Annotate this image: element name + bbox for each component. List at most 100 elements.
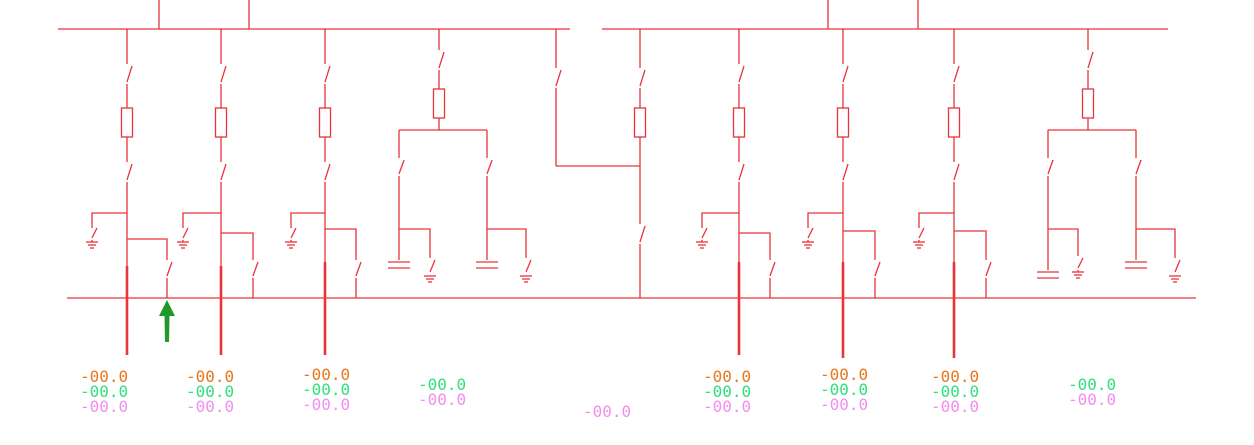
fuse-icon: [214, 107, 228, 138]
feeder-bay-5[interactable]: [802, 29, 881, 358]
readout-value: -00.0: [703, 397, 751, 416]
switch-icon[interactable]: [182, 227, 189, 239]
switch-icon[interactable]: [486, 159, 493, 175]
switch-icon[interactable]: [639, 69, 646, 87]
switch-icon[interactable]: [126, 65, 133, 83]
switch-icon[interactable]: [738, 65, 745, 83]
readout-feeder-5: -00.0 -00.0 -00.0: [820, 365, 868, 414]
readout-value: -00.0: [931, 382, 979, 401]
switch-icon[interactable]: [438, 51, 445, 69]
switch-icon[interactable]: [842, 163, 849, 181]
switch-icon[interactable]: [639, 225, 646, 243]
readout-value: -00.0: [820, 380, 868, 399]
readout-value: -00.0: [931, 367, 979, 386]
readout-value: -00.0: [80, 397, 128, 416]
readout-value: -00.0: [1068, 375, 1116, 394]
readout-value: -00.0: [302, 365, 350, 384]
switch-icon[interactable]: [429, 259, 436, 273]
feeder-bay-2[interactable]: [177, 29, 259, 355]
readout-capacitor-bank-1: -00.0 -00.0: [418, 375, 466, 409]
upper-busbar-right: [602, 0, 1168, 30]
fuse-icon: [318, 107, 332, 138]
fuse-icon: [1081, 88, 1095, 119]
switch-icon[interactable]: [398, 159, 405, 175]
switch-icon[interactable]: [985, 261, 992, 277]
readout-feeder-1: -00.0 -00.0 -00.0: [80, 367, 128, 416]
green-arrow-icon[interactable]: [159, 300, 175, 342]
switch-icon[interactable]: [220, 65, 227, 83]
fuse-icon: [120, 107, 134, 138]
switch-icon[interactable]: [953, 65, 960, 83]
capacitor-bay-2[interactable]: [1037, 29, 1181, 283]
switch-icon[interactable]: [918, 227, 925, 239]
switch-icon[interactable]: [355, 261, 362, 277]
switch-icon[interactable]: [842, 65, 849, 83]
ground-icon: [285, 240, 297, 249]
readout-bus-tie: -00.0: [583, 402, 631, 421]
ground-icon: [696, 240, 708, 249]
feeder-bay-6[interactable]: [913, 29, 992, 358]
capacitor-icon: [476, 261, 498, 269]
switch-icon[interactable]: [525, 259, 532, 273]
switch-icon[interactable]: [252, 261, 259, 277]
switch-icon[interactable]: [290, 227, 297, 239]
switch-icon[interactable]: [1047, 159, 1054, 175]
capacitor-bay-1[interactable]: [388, 29, 532, 283]
feeder-bay-3[interactable]: [285, 29, 362, 355]
fuse-icon: [947, 107, 961, 138]
readout-feeder-6: -00.0 -00.0 -00.0: [931, 367, 979, 416]
readout-value: -00.0: [302, 395, 350, 414]
fuse-icon: [633, 107, 647, 138]
readout-value: -00.0: [80, 382, 128, 401]
readout-value: -00.0: [820, 395, 868, 414]
switch-icon[interactable]: [166, 261, 173, 277]
capacitor-icon: [1125, 261, 1147, 269]
switch-icon[interactable]: [701, 227, 708, 239]
switch-icon[interactable]: [324, 163, 331, 181]
switch-icon[interactable]: [1135, 159, 1142, 175]
ground-icon: [177, 240, 189, 249]
readout-value: -00.0: [302, 380, 350, 399]
fuse-icon: [732, 107, 746, 138]
switch-icon[interactable]: [874, 261, 881, 277]
readout-value: -00.0: [418, 390, 466, 409]
switch-icon[interactable]: [738, 163, 745, 181]
readout-value: -00.0: [80, 367, 128, 386]
readout-value: -00.0: [703, 382, 751, 401]
readout-value: -00.0: [931, 397, 979, 416]
capacitor-icon: [1037, 271, 1059, 279]
switch-icon[interactable]: [1087, 51, 1094, 69]
fuse-icon: [432, 88, 446, 119]
ground-icon: [1072, 270, 1084, 279]
ground-icon: [1169, 275, 1181, 283]
bus-tie-bay[interactable]: [555, 29, 647, 298]
switch-icon[interactable]: [555, 69, 562, 87]
readout-value: -00.0: [186, 367, 234, 386]
switch-icon[interactable]: [769, 261, 776, 277]
ground-icon: [86, 240, 98, 249]
switch-icon[interactable]: [220, 163, 227, 181]
switch-icon[interactable]: [807, 227, 814, 239]
capacitor-icon: [388, 261, 410, 269]
ground-icon: [424, 275, 436, 283]
switch-icon[interactable]: [1077, 257, 1084, 269]
readout-value: -00.0: [820, 365, 868, 384]
switch-icon[interactable]: [91, 227, 98, 239]
readout-feeder-3: -00.0 -00.0 -00.0: [302, 365, 350, 414]
readout-capacitor-bank-2: -00.0 -00.0: [1068, 375, 1116, 409]
switch-icon[interactable]: [953, 163, 960, 181]
switch-icon[interactable]: [1174, 259, 1181, 273]
readout-feeder-4: -00.0 -00.0 -00.0: [703, 367, 751, 416]
ground-icon: [913, 240, 925, 249]
readout-feeder-2: -00.0 -00.0 -00.0: [186, 367, 234, 416]
feeder-bay-1[interactable]: [86, 29, 173, 355]
readout-value: -00.0: [186, 397, 234, 416]
ground-icon: [520, 275, 532, 283]
readout-value: -00.0: [703, 367, 751, 386]
switch-icon[interactable]: [324, 65, 331, 83]
fuse-icon: [836, 107, 850, 138]
switch-icon[interactable]: [126, 163, 133, 181]
feeder-bay-4[interactable]: [696, 29, 776, 355]
readout-value: -00.0: [186, 382, 234, 401]
